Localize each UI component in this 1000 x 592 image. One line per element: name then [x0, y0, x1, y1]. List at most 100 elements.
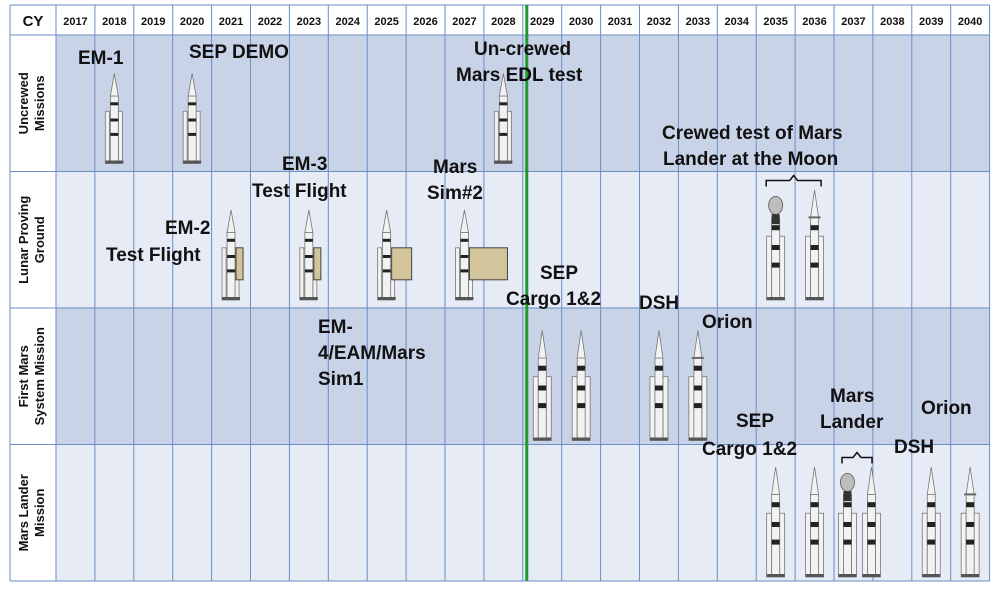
booster — [117, 110, 123, 164]
em2-rocket — [221, 209, 244, 301]
rocket-nose — [537, 330, 547, 359]
rocket-nose — [810, 466, 820, 495]
year-label: 2029 — [530, 16, 554, 28]
orion-a-label: Orion — [702, 312, 753, 333]
year-label: 2025 — [374, 16, 398, 28]
rocket-stripe — [771, 245, 780, 250]
year-label: 2023 — [297, 16, 321, 28]
booster — [584, 376, 591, 441]
rocket-stripe — [654, 403, 663, 409]
rocket-stripe — [227, 255, 236, 258]
rocket-stripe — [867, 539, 876, 545]
crewed-test-label-line1: Crewed test of Mars — [662, 123, 843, 144]
row-label-line1: Uncrewed — [16, 72, 31, 134]
year-label: 2021 — [219, 16, 243, 28]
rocket-stripe — [771, 502, 780, 508]
rocket-stripe — [577, 365, 586, 371]
rocket-nose — [771, 466, 781, 495]
rocket-stripe — [810, 262, 819, 268]
row-label-line2: Mission — [32, 488, 47, 536]
rocket-nose — [109, 73, 119, 97]
year-label: 2034 — [725, 16, 750, 28]
em3-label-line2: Test Flight — [252, 181, 347, 202]
booster — [851, 512, 857, 578]
em1-label: EM-1 — [78, 48, 124, 69]
year-label: 2035 — [763, 16, 787, 28]
booster — [934, 512, 941, 578]
rocket-nose — [382, 209, 392, 233]
rocket-stripe — [927, 522, 936, 527]
rocket-stripe — [693, 385, 702, 391]
booster — [649, 376, 656, 441]
rocket-stripe — [499, 102, 508, 106]
rocket-stripe — [867, 502, 876, 508]
rocket-stripe — [810, 539, 819, 545]
year-label: 2028 — [491, 16, 515, 28]
lander-capsule — [840, 472, 855, 492]
sep-cargo-b-label-line1: SEP — [736, 411, 775, 432]
year-label: 2027 — [452, 16, 476, 28]
lander-orion-rocket — [960, 466, 980, 578]
em1-rocket — [104, 73, 124, 164]
booster — [506, 110, 512, 164]
rocket-stripe — [771, 225, 780, 231]
rocket-stripe — [577, 385, 586, 391]
engine-base — [688, 437, 707, 441]
cargo-payload — [468, 247, 508, 281]
mars-lander-label-line2: Lander — [820, 412, 884, 433]
rocket-stripe — [843, 539, 852, 545]
rocket-nose — [654, 330, 664, 359]
em2-label-line1: EM-2 — [165, 218, 211, 239]
solar-wing — [964, 493, 977, 496]
rocket-nose — [926, 466, 936, 495]
em4-label-line2: 4/EAM/Mars — [318, 343, 426, 364]
year-label: 2024 — [336, 16, 361, 28]
dsh-a-label: DSH — [639, 293, 680, 314]
booster — [195, 110, 201, 164]
solar-wing — [691, 356, 704, 359]
engine-base — [766, 574, 785, 577]
engine-base — [377, 297, 396, 300]
mars-lander-rocket-a — [838, 472, 857, 578]
rocket-stripe — [188, 132, 197, 136]
row-header-cell-first_mars — [10, 308, 56, 445]
row-label-line1: Mars Lander — [16, 474, 31, 551]
rocket-stripe — [304, 255, 313, 258]
booster — [766, 512, 773, 578]
booster — [571, 376, 578, 441]
year-label: 2039 — [919, 16, 943, 28]
rocket-stripe — [460, 238, 469, 242]
booster — [455, 247, 460, 301]
rocket-stripe — [227, 238, 236, 242]
rocket-stripe — [810, 245, 819, 250]
em2-label-line2: Test Flight — [106, 245, 201, 266]
cargo-payload — [391, 247, 413, 281]
rocket-stripe — [927, 502, 936, 508]
rocket-stripe — [188, 118, 197, 122]
uncrewed-edl-label-line1: Un-crewed — [474, 39, 572, 60]
rocket-stripe — [538, 365, 547, 371]
rocket-stripe — [382, 255, 391, 258]
year-label: 2018 — [102, 16, 126, 28]
year-label: 2017 — [63, 16, 87, 28]
booster — [104, 110, 110, 164]
rocket-core — [498, 95, 508, 164]
rocket-stripe — [227, 269, 236, 273]
row-label-line1: Lunar Proving — [16, 196, 31, 284]
engine-base — [649, 437, 668, 441]
lander-adapter — [771, 214, 780, 225]
lander-sep-cargo1-rocket — [766, 466, 786, 578]
rocket-stripe — [843, 502, 852, 508]
engine-base — [862, 574, 881, 577]
rocket-stripe — [693, 403, 702, 409]
booster — [766, 235, 773, 301]
sep-cargo1-rocket — [532, 330, 552, 441]
cargo-payload — [235, 247, 244, 281]
lander-dsh-rocket — [921, 466, 941, 578]
rocket-core — [187, 95, 197, 164]
mars-sim2-label-line2: Sim#2 — [427, 183, 483, 204]
row-label-line2: Missions — [32, 75, 47, 131]
booster — [838, 512, 844, 578]
mars-lander-label-line1: Mars — [830, 386, 875, 407]
